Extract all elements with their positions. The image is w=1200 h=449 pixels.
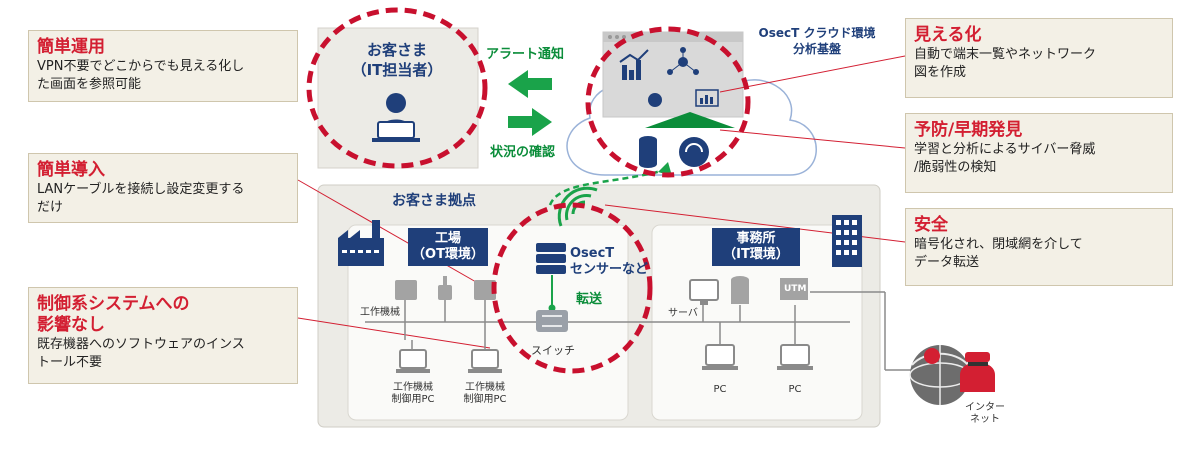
utm-label: UTM <box>784 284 807 294</box>
callout-body: 既存機器へのソフトウェアのインス トール不要 <box>37 337 245 370</box>
callout-easy-operation: 簡単運用 VPN不要でどこからでも見える化し た画面を参照可能 <box>28 30 298 102</box>
callout-prevention: 予防/早期発見 学習と分析によるサイバー脅威 /脆弱性の検知 <box>905 113 1173 193</box>
callout-visibility: 見える化 自動で端末一覧やネットワーク 図を作成 <box>905 18 1173 98</box>
callout-no-impact: 制御系システムへの 影響なし 既存機器へのソフトウェアのインス トール不要 <box>28 287 298 384</box>
control-pc-icons <box>396 349 502 373</box>
office-pc-label-2: PC <box>788 384 802 395</box>
transfer-label: 転送 <box>576 292 603 307</box>
office-network <box>620 291 915 371</box>
sensor-title: OsecT センサーなど <box>570 246 649 277</box>
callout-title: 見える化 <box>914 25 982 45</box>
status-label: 状況の確認 <box>490 145 556 160</box>
virus-icon <box>924 348 940 364</box>
callout-body: 暗号化され、閉域網を介して データ転送 <box>914 237 1083 270</box>
hacker-icon <box>960 352 995 392</box>
customer-highlight <box>306 7 488 169</box>
machine-tool-icons <box>395 276 496 300</box>
machines-label: 工作機械 <box>360 307 400 318</box>
alert-label: アラート通知 <box>486 47 565 62</box>
callout-body: 学習と分析によるサイバー脅威 /脆弱性の検知 <box>914 142 1096 175</box>
cloud-title: OsecT クラウド環境 分析基盤 <box>758 26 876 56</box>
server-label: サーバ <box>668 308 698 319</box>
database-icon <box>639 136 657 168</box>
it-admin-icon <box>372 93 420 142</box>
control-pc-label-2: 工作機械 制御用PC <box>463 382 507 405</box>
upload-triangle <box>645 112 735 128</box>
callout-body: LANケーブルを接続し設定変更する だけ <box>37 182 245 215</box>
switch-label: スイッチ <box>531 344 575 357</box>
office-building-icon <box>832 215 862 267</box>
callout-body: 自動で端末一覧やネットワーク 図を作成 <box>914 47 1097 80</box>
callout-easy-install: 簡単導入 LANケーブルを接続し設定変更する だけ <box>28 153 298 223</box>
internet-globe-icon <box>909 345 971 405</box>
callout-security: 安全 暗号化され、閉域網を介して データ転送 <box>905 208 1173 286</box>
callout-title: 簡単導入 <box>37 160 105 180</box>
leader-lines <box>297 55 906 349</box>
callout-title: 簡単運用 <box>37 37 105 57</box>
office-pc-label-1: PC <box>713 384 727 395</box>
callout-title: 安全 <box>914 215 948 235</box>
internet-label: インター ネット <box>965 402 1005 425</box>
cycle-icon <box>679 137 709 167</box>
office-device-icons <box>689 276 813 370</box>
switch-icon <box>536 310 568 332</box>
callout-title: 予防/早期発見 <box>914 120 1023 140</box>
sensor-highlight <box>491 202 653 374</box>
factory-network <box>365 300 620 350</box>
callout-body: VPN不要でどこからでも見える化し た画面を参照可能 <box>37 59 245 92</box>
customer-title: お客さま （IT担当者） <box>351 41 443 79</box>
cloud-highlight <box>585 26 751 178</box>
status-arrow <box>508 108 552 136</box>
factory-tag: 工場 （OT環境） <box>408 228 488 266</box>
site-title: お客さま拠点 <box>392 193 476 209</box>
office-tag: 事務所 （IT環境） <box>712 228 800 266</box>
alert-arrow <box>508 70 552 98</box>
sensor-icon <box>536 243 566 274</box>
callout-title: 制御系システムへの 影響なし <box>37 294 190 335</box>
analytics-icons <box>619 47 719 107</box>
control-pc-label-1: 工作機械 制御用PC <box>391 382 435 405</box>
